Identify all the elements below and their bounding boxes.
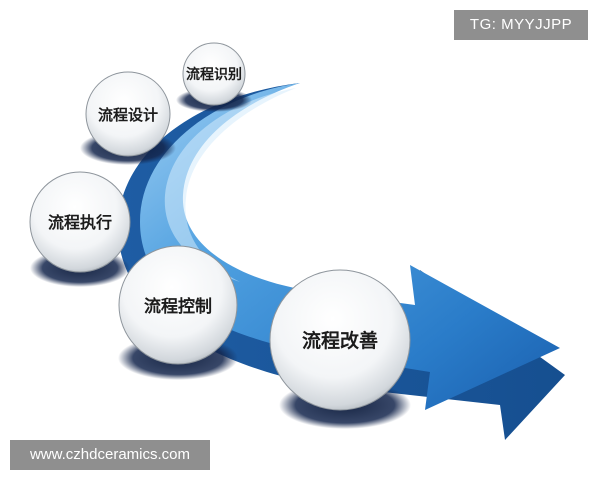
step-bubble-improve: 流程改善 [269,269,411,429]
step-label-identify: 流程识别 [186,66,242,83]
step-label-improve: 流程改善 [302,329,378,352]
step-bubble-control: 流程控制 [118,245,238,380]
step-label-design: 流程设计 [98,106,158,124]
step-bubble-execute: 流程执行 [29,171,131,287]
step-bubble-design: 流程设计 [80,71,176,165]
watermark-url: www.czhdceramics.com [10,440,210,470]
step-bubble-identify: 流程识别 [176,42,252,112]
step-label-control: 流程控制 [144,296,212,317]
step-label-execute: 流程执行 [48,213,112,232]
watermark-top: TG: MYYJJPP [454,10,588,40]
